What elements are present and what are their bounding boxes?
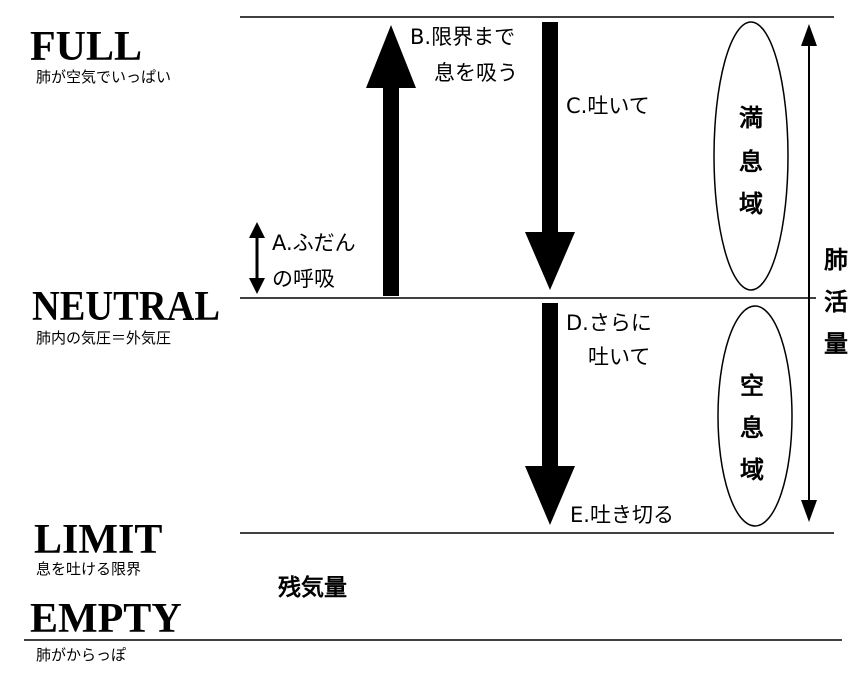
vital-capacity-char-2: 活 <box>824 288 848 316</box>
label-d-line2: 吐いて <box>588 345 650 369</box>
level-neutral-label: NEUTRAL <box>32 284 220 330</box>
inhale-arrow <box>366 25 416 296</box>
label-e: E.吐き切る <box>570 503 674 527</box>
exhale-arrow <box>525 22 575 290</box>
level-limit-desc: 息を吐ける限界 <box>36 560 141 578</box>
full-zone-char-1: 満 <box>739 104 763 132</box>
label-a-line1: A.ふだん <box>272 231 356 255</box>
empty-zone-char-3: 域 <box>740 456 764 484</box>
empty-zone-oval <box>717 305 793 527</box>
level-empty-desc: 肺がからっぽ <box>36 646 126 664</box>
level-full-desc: 肺が空気でいっぱい <box>36 68 171 86</box>
vital-capacity-char-3: 量 <box>824 330 848 358</box>
level-limit-label: LIMIT <box>34 517 162 563</box>
level-full-label: FULL <box>30 24 142 70</box>
exhale-further-arrow <box>525 303 575 525</box>
level-neutral-desc: 肺内の気圧＝外気圧 <box>36 329 171 347</box>
label-d-line1: D.さらに <box>566 311 652 335</box>
normal-breathing-arrow <box>249 222 265 294</box>
full-zone-char-3: 域 <box>739 190 763 218</box>
label-a-line2: の呼吸 <box>272 267 335 291</box>
full-zone-oval <box>713 21 789 291</box>
label-b-line2: 息を吸う <box>434 61 518 85</box>
empty-zone-char-2: 息 <box>740 414 764 442</box>
vital-capacity-char-1: 肺 <box>824 246 848 274</box>
vital-capacity-arrow <box>801 24 817 522</box>
label-c: C.吐いて <box>566 94 650 118</box>
residual-volume-label: 残気量 <box>278 574 347 601</box>
level-empty-label: EMPTY <box>30 596 182 642</box>
label-b-line1: B.限界まで <box>410 25 515 49</box>
full-zone-char-2: 息 <box>739 148 763 176</box>
empty-zone-char-1: 空 <box>740 372 764 400</box>
